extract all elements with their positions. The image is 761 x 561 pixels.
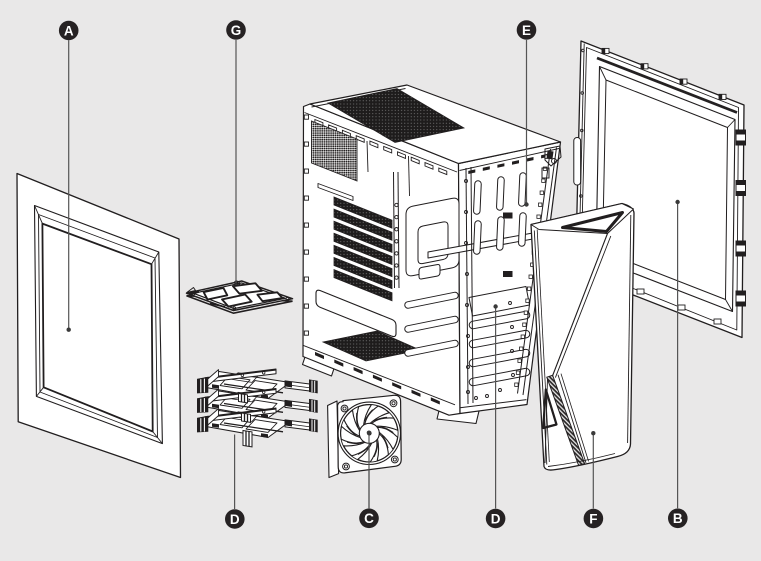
svg-text:C: C bbox=[364, 511, 374, 526]
svg-text:B: B bbox=[673, 511, 683, 526]
svg-text:A: A bbox=[64, 23, 74, 38]
svg-text:D: D bbox=[230, 512, 240, 527]
svg-text:E: E bbox=[522, 23, 531, 38]
svg-text:F: F bbox=[589, 511, 597, 526]
svg-text:D: D bbox=[491, 511, 501, 526]
svg-text:G: G bbox=[231, 23, 242, 38]
